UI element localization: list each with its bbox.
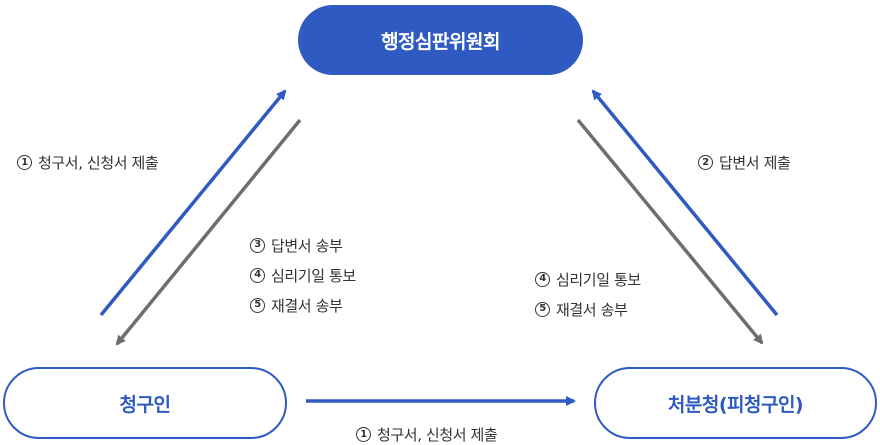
label-text: 청구서, 신청서 제출 xyxy=(38,154,159,172)
step-number-icon: 1 xyxy=(17,155,32,170)
node-respondent-agency: 처분청(피청구인) xyxy=(594,367,877,439)
arrow-commission-to-claimant xyxy=(115,118,302,346)
label-text: 재결서 송부 xyxy=(556,300,628,319)
node-claimant: 청구인 xyxy=(3,367,287,439)
step-number-icon: 5 xyxy=(535,301,550,317)
step-number-icon: 4 xyxy=(535,271,550,287)
node-label: 처분청(피청구인) xyxy=(667,393,804,416)
arrow-commission-to-agency xyxy=(576,118,764,345)
label-line: 5 재결서 송부 xyxy=(250,290,356,320)
step-number-icon: 4 xyxy=(250,267,265,283)
arrow-claimant-to-commission xyxy=(99,89,287,317)
label-text: 답변서 송부 xyxy=(271,236,343,255)
label-right-up: 2 답변서 제출 xyxy=(698,152,791,173)
step-number-icon: 2 xyxy=(698,155,713,170)
label-left-down: 3 답변서 송부 4 심리기일 통보 5 재결서 송부 xyxy=(250,230,356,320)
node-label: 청구인 xyxy=(119,393,171,416)
label-text: 재결서 송부 xyxy=(271,296,343,315)
label-line: 5 재결서 송부 xyxy=(535,294,641,324)
label-line: 4 심리기일 통보 xyxy=(535,264,641,294)
label-line: 3 답변서 송부 xyxy=(250,230,356,260)
step-number-icon: 1 xyxy=(356,427,371,442)
label-line: 4 심리기일 통보 xyxy=(250,260,356,290)
step-number-icon: 5 xyxy=(250,297,265,313)
label-text: 청구서, 신청서 제출 xyxy=(377,426,498,444)
label-text: 심리기일 통보 xyxy=(556,270,641,289)
step-number-icon: 3 xyxy=(250,237,265,253)
node-administrative-appeals-commission: 행정심판위원회 xyxy=(298,5,583,75)
label-bottom: 1 청구서, 신청서 제출 xyxy=(356,424,498,445)
node-label: 행정심판위원회 xyxy=(381,30,500,53)
label-right-down: 4 심리기일 통보 5 재결서 송부 xyxy=(535,264,641,324)
label-left-up: 1 청구서, 신청서 제출 xyxy=(17,152,159,173)
label-text: 답변서 제출 xyxy=(719,154,791,172)
arrow-agency-to-commission xyxy=(591,89,779,317)
label-text: 심리기일 통보 xyxy=(271,266,356,285)
